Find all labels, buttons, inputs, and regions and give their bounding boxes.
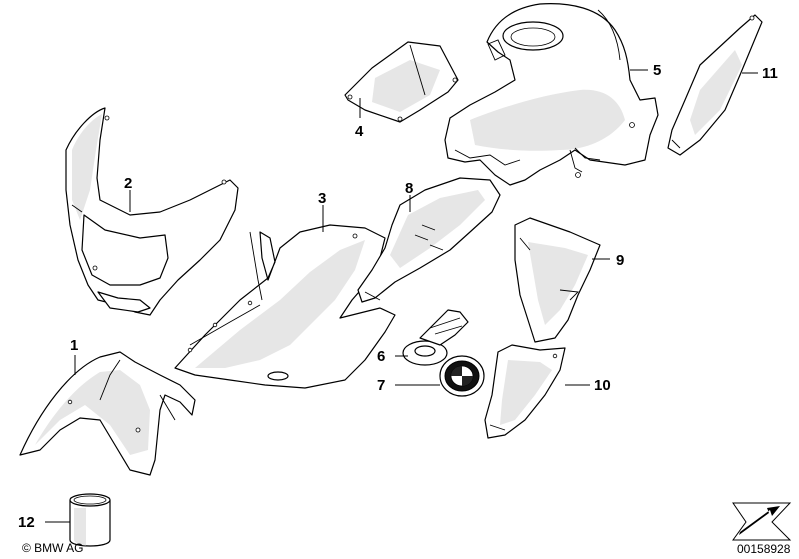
callout-10: 10 <box>594 377 611 394</box>
part-7-bmw-badge <box>439 355 485 397</box>
callout-2: 2 <box>124 175 132 192</box>
part-8-inner-panel <box>357 177 501 303</box>
callout-1: 1 <box>70 337 78 354</box>
part-12-sleeve <box>69 493 111 547</box>
part-3-lower-fairing <box>174 224 396 389</box>
part-6-grommet <box>402 309 469 366</box>
part-9-side-panel <box>514 217 601 343</box>
callout-3: 3 <box>318 190 326 207</box>
part-2-front-fairing <box>65 107 239 316</box>
callout-6: 6 <box>377 348 385 365</box>
part-1-front-mudguard <box>19 351 196 476</box>
direction-arrow-icon <box>732 502 792 541</box>
part-11-side-panel <box>667 14 763 156</box>
callout-7: 7 <box>377 377 385 394</box>
part-5-tank-cover <box>444 3 659 186</box>
part-4-small-panel <box>344 41 459 123</box>
callout-11: 11 <box>762 65 778 82</box>
leader-lines <box>45 69 758 523</box>
copyright-text: © BMW AG <box>22 541 84 555</box>
drawing-number: 00158928 <box>737 542 791 556</box>
callout-12: 12 <box>18 514 35 531</box>
callout-labels: 1 2 3 4 5 6 7 8 9 10 11 12 <box>18 62 778 531</box>
callout-9: 9 <box>616 252 624 269</box>
callout-5: 5 <box>653 62 661 79</box>
part-10-small-panel <box>484 344 566 439</box>
callout-4: 4 <box>355 123 364 140</box>
callout-8: 8 <box>405 180 413 197</box>
